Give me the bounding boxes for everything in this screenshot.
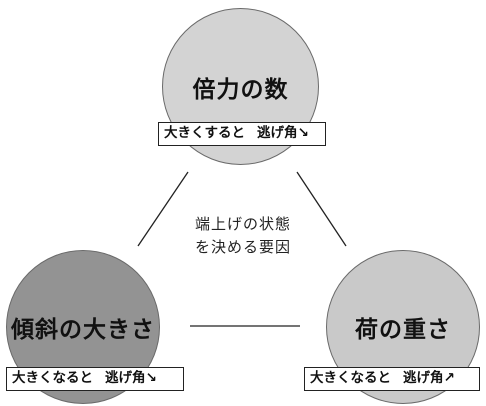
node-top-label: 大きくすると逃げ角↘ [158, 122, 326, 146]
center-line-1: 端上げの状態 [194, 215, 291, 233]
node-left-result: 逃げ角↘ [105, 370, 157, 386]
node-right-condition: 大きくなると [310, 370, 391, 386]
node-left-condition: 大きくなると [12, 370, 93, 386]
node-top-result: 逃げ角↘ [257, 125, 309, 141]
node-left-title: 傾斜の大きさ [11, 317, 155, 343]
center-caption: 端上げの状態 を決める要因 [176, 213, 310, 259]
node-right-result: 逃げ角↗ [403, 370, 455, 386]
node-top-title: 倍力の数 [192, 76, 289, 103]
connector-top-left [137, 171, 189, 247]
node-right-title: 荷の重さ [355, 317, 451, 343]
connector-top-right [296, 171, 347, 247]
node-top-condition: 大きくすると [164, 125, 245, 141]
center-line-2: を決める要因 [194, 238, 291, 256]
node-right-label: 大きくなると逃げ角↗ [304, 367, 480, 391]
node-left-label: 大きくなると逃げ角↘ [6, 367, 184, 391]
